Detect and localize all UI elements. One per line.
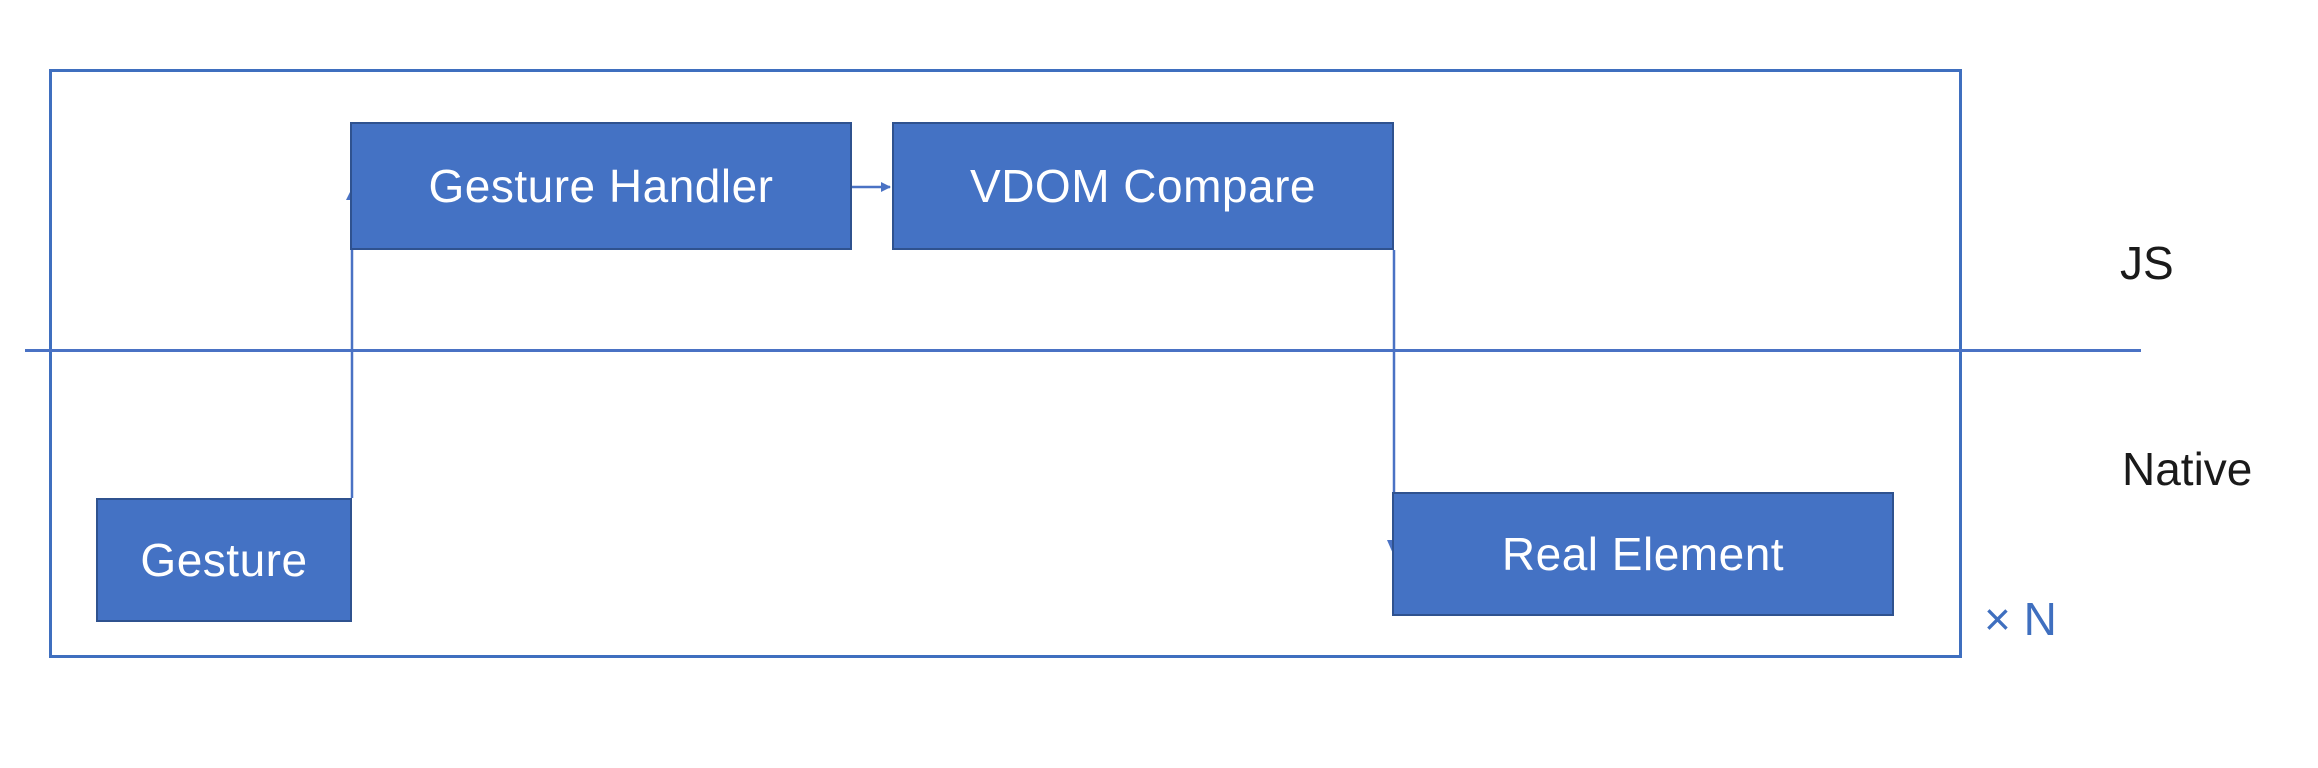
vdom-compare-node: VDOM Compare: [892, 122, 1394, 250]
repeat-frame: [49, 69, 1962, 658]
js-layer-label: JS: [2120, 237, 2174, 289]
gesture-node-label: Gesture: [140, 534, 308, 586]
real-element-node: Real Element: [1392, 492, 1894, 616]
gesture-handler-node-label: Gesture Handler: [428, 160, 774, 212]
native-layer-label: Native: [2122, 443, 2253, 495]
gesture-handler-node: Gesture Handler: [350, 122, 852, 250]
repeat-count-label: × N: [1984, 593, 2057, 645]
vdom-compare-node-label: VDOM Compare: [970, 160, 1316, 212]
js-native-divider: [25, 349, 2141, 352]
real-element-node-label: Real Element: [1501, 528, 1785, 580]
gesture-node: Gesture: [96, 498, 352, 622]
